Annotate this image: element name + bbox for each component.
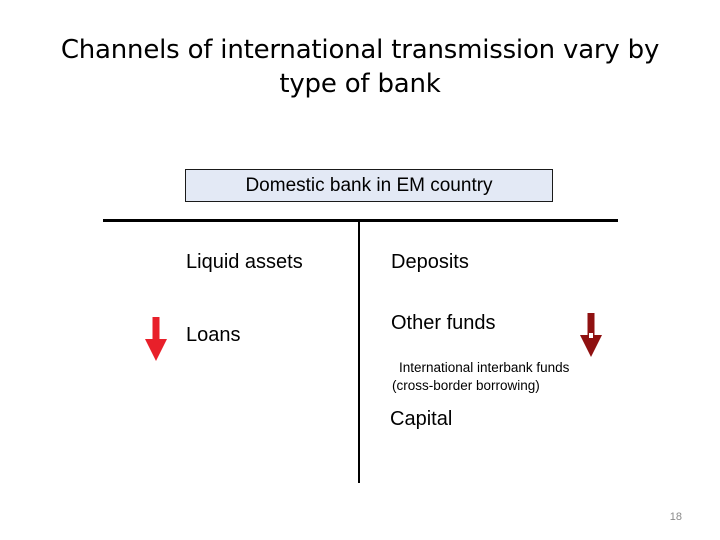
down-arrow-icon-interbank-funds [580,313,602,357]
liability-item-deposits: Deposits [391,251,469,273]
page-title: Channels of international transmission v… [60,35,660,100]
asset-item-liquid-assets: Liquid assets [186,251,303,273]
down-arrow-icon-loans [145,317,167,361]
bank-header-label: Domestic bank in EM country [245,174,493,196]
interbank-funds-note-line-1: International interbank funds [399,360,570,375]
t-account-horizontal-rule [103,219,618,222]
liability-item-capital: Capital [390,408,453,430]
asset-item-loans: Loans [186,324,241,346]
page-number: 18 [669,511,682,523]
liability-item-other-funds: Other funds [391,312,496,334]
interbank-funds-note-line-2: (cross-border borrowing) [392,378,540,394]
interbank-funds-note: International interbank funds (cross-bor… [392,359,569,395]
t-account-vertical-rule [358,222,360,483]
bank-header-box: Domestic bank in EM country [185,169,553,202]
